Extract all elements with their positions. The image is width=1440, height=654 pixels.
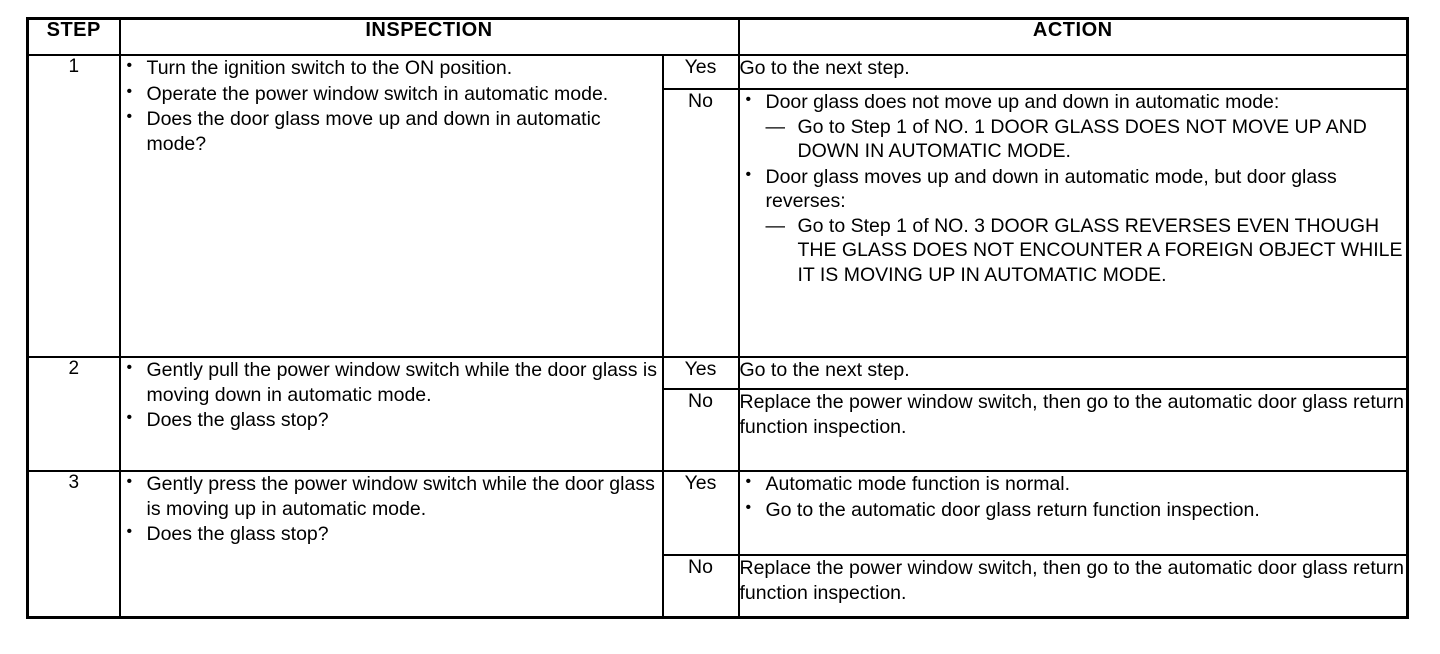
list-item: Automatic mode function is normal. (740, 471, 1407, 497)
list-item: Go to Step 1 of NO. 1 DOOR GLASS DOES NO… (766, 115, 1407, 164)
answer-yes-2: Yes (661, 356, 740, 390)
troubleshooting-table: STEP INSPECTION ACTION 1 Turn the igniti… (26, 17, 1409, 619)
answer-no-1: No (661, 88, 740, 358)
inspection-cell-1: Turn the ignition switch to the ON posit… (118, 54, 664, 358)
inspection-list-2: Gently pull the power window switch whil… (121, 357, 662, 433)
action-cell-2-yes: Go to the next step. (737, 356, 1409, 390)
header-step-label: STEP (46, 19, 101, 41)
list-item: Gently pull the power window switch whil… (121, 357, 662, 407)
answer-no-2: No (661, 388, 740, 472)
action-text: Door glass moves up and down in automati… (765, 165, 1337, 213)
header-inspection-label: INSPECTION (365, 19, 493, 41)
action-sublist: Go to Step 1 of NO. 3 DOOR GLASS REVERSE… (766, 214, 1407, 288)
table-row: 1 Turn the ignition switch to the ON pos… (26, 54, 1409, 358)
table-header: STEP INSPECTION ACTION (26, 17, 1409, 56)
action-list-1-no: Door glass does not move up and down in … (740, 89, 1407, 288)
header-action-label: ACTION (1032, 19, 1113, 41)
action-cell-1-no: Door glass does not move up and down in … (737, 88, 1409, 358)
answer-yes-1: Yes (661, 54, 740, 90)
table-row: 2 Gently pull the power window switch wh… (26, 356, 1409, 472)
answer-yes-3: Yes (661, 470, 740, 556)
step-number-2: 2 (26, 356, 121, 472)
list-item: Door glass moves up and down in automati… (740, 164, 1407, 288)
action-list-3-yes: Automatic mode function is normal. Go to… (740, 471, 1407, 523)
action-cell-3-no: Replace the power window switch, then go… (737, 554, 1409, 619)
list-item: Does the glass stop? (121, 521, 662, 547)
action-text: Replace the power window switch, then go… (739, 391, 1404, 438)
action-text: Go to the next step. (739, 359, 910, 381)
answer-no-3: No (661, 554, 740, 619)
inspection-cell-3: Gently press the power window switch whi… (118, 470, 664, 619)
list-item: Does the door glass move up and down in … (121, 106, 662, 156)
list-item: Turn the ignition switch to the ON posit… (121, 55, 662, 81)
step-number-1: 1 (26, 54, 121, 358)
inspection-cell-2: Gently pull the power window switch whil… (118, 356, 664, 472)
action-sublist: Go to Step 1 of NO. 1 DOOR GLASS DOES NO… (766, 115, 1407, 164)
inspection-list-3: Gently press the power window switch whi… (121, 471, 662, 547)
table-body: 1 Turn the ignition switch to the ON pos… (26, 54, 1409, 619)
table-row: No Replace the power window switch, then… (28, 554, 1409, 619)
list-item: Gently press the power window switch whi… (121, 471, 662, 521)
action-text: Go to the next step. (739, 57, 910, 79)
action-cell-2-no: Replace the power window switch, then go… (737, 388, 1409, 472)
list-item: Go to the automatic door glass return fu… (740, 497, 1407, 523)
table-row: No Replace the power window switch, then… (28, 388, 1409, 472)
header-inspection: INSPECTION (118, 17, 740, 56)
action-text: Replace the power window switch, then go… (739, 557, 1404, 604)
list-item: Does the glass stop? (121, 407, 662, 433)
inspection-list-1: Turn the ignition switch to the ON posit… (121, 55, 662, 156)
step-number-3: 3 (26, 470, 121, 619)
table-row: No Door glass does not move up and down … (28, 88, 1409, 358)
action-cell-1-yes: Go to the next step. (737, 54, 1409, 90)
list-item: Go to Step 1 of NO. 3 DOOR GLASS REVERSE… (766, 214, 1407, 288)
list-item: Operate the power window switch in autom… (121, 81, 662, 107)
list-item: Door glass does not move up and down in … (740, 89, 1407, 164)
header-row: STEP INSPECTION ACTION (26, 17, 1409, 56)
header-action: ACTION (737, 17, 1409, 56)
table-row: 3 Gently press the power window switch w… (26, 470, 1409, 619)
header-step: STEP (26, 17, 121, 56)
action-text: Door glass does not move up and down in … (765, 91, 1280, 113)
action-cell-3-yes: Automatic mode function is normal. Go to… (737, 470, 1409, 556)
